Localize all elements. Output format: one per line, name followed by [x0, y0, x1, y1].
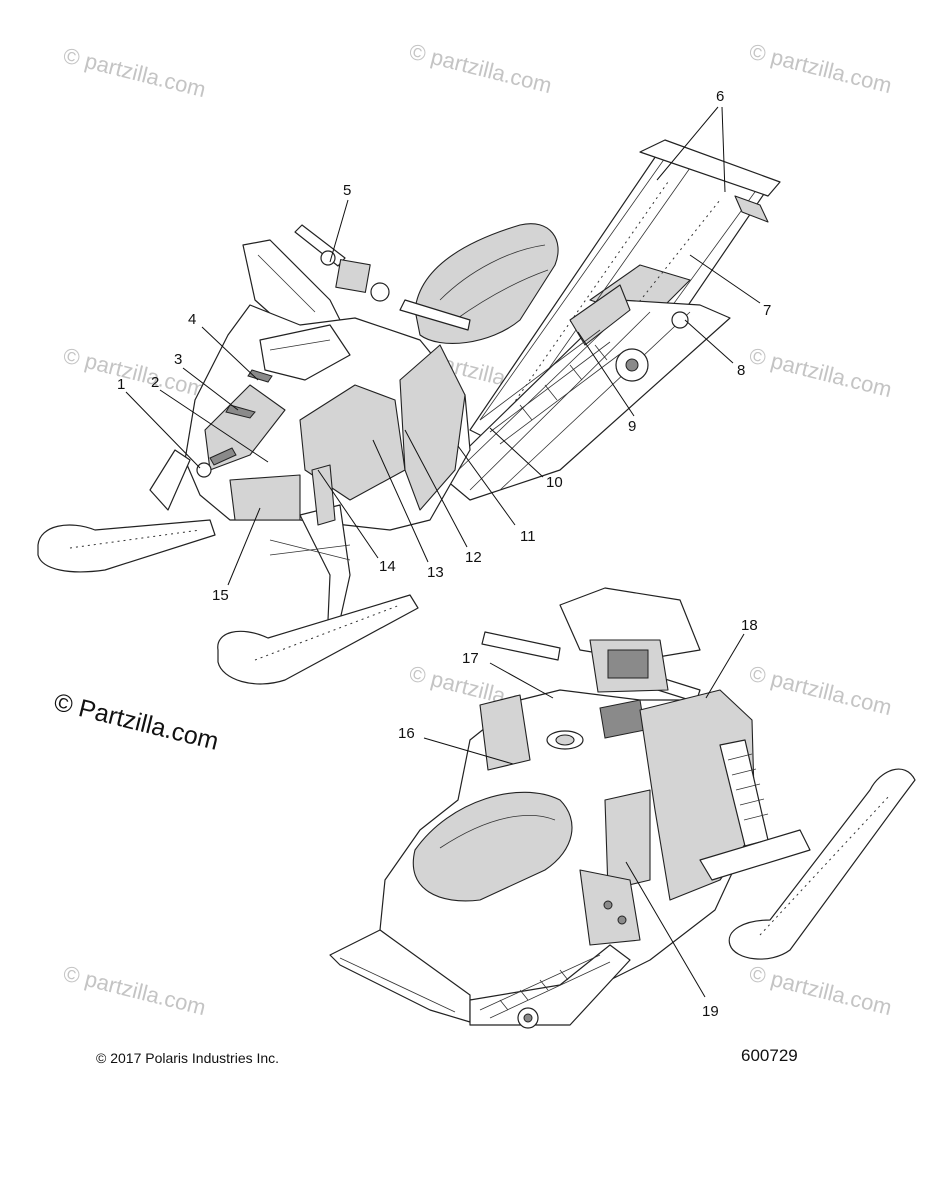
callout-5: 5 [343, 182, 351, 199]
callout-17: 17 [462, 650, 479, 667]
callout-2: 2 [151, 374, 159, 391]
copyright-notice: © 2017 Polaris Industries Inc. [96, 1050, 280, 1066]
callout-1: 1 [117, 376, 125, 393]
callout-6: 6 [716, 88, 724, 105]
callout-9: 9 [628, 418, 636, 435]
watermark: © partzilla.com [61, 961, 209, 1021]
callout-19: 19 [702, 1003, 719, 1020]
watermark: © partzilla.com [747, 661, 895, 721]
watermark: © partzilla.com [747, 343, 895, 403]
watermark: © partzilla.com [61, 343, 209, 403]
callout-labels: 1 2 3 4 5 6 7 8 9 10 11 12 13 14 15 16 1… [117, 88, 771, 1020]
callout-10: 10 [546, 474, 563, 491]
callout-13: 13 [427, 564, 444, 581]
callout-16: 16 [398, 725, 415, 742]
watermark: © partzilla.com [407, 39, 555, 99]
watermark: © partzilla.com [747, 961, 895, 1021]
snowmobile-side-view [37, 139, 781, 685]
callout-3: 3 [174, 351, 182, 368]
callout-7: 7 [763, 302, 771, 319]
callout-4: 4 [188, 311, 196, 328]
watermark: © partzilla.com [747, 39, 895, 99]
callout-8: 8 [737, 362, 745, 379]
callout-18: 18 [741, 617, 758, 634]
callout-12: 12 [465, 549, 482, 566]
callout-11: 11 [520, 528, 536, 545]
callout-14: 14 [379, 558, 396, 575]
snowmobile-rear-view [329, 587, 916, 1029]
watermark: © partzilla.com [61, 43, 209, 103]
callout-15: 15 [212, 587, 229, 604]
leader-lines [125, 106, 761, 998]
diagram-number: 600729 [741, 1046, 798, 1065]
